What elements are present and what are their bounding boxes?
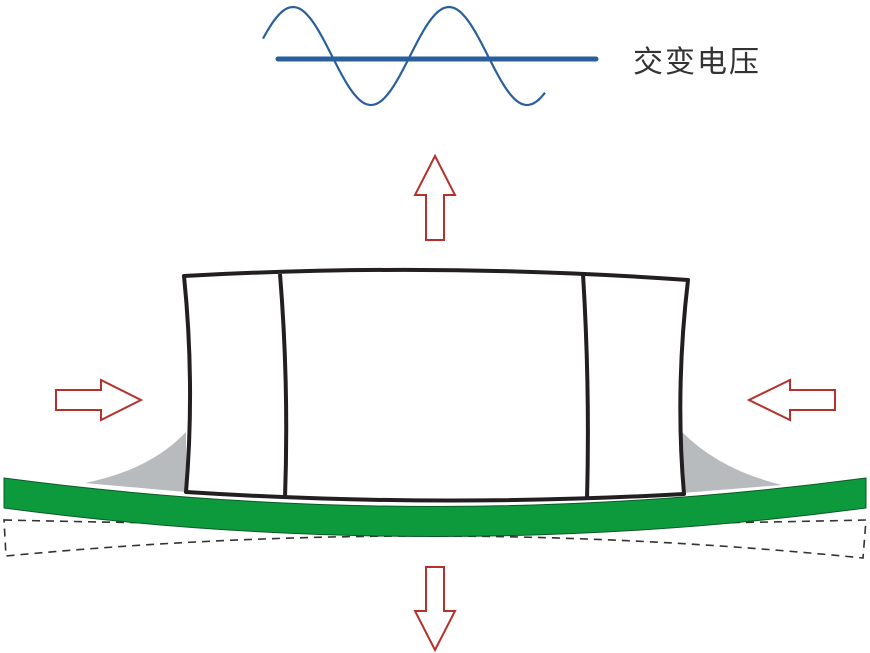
bent-substrate — [3, 477, 867, 537]
electrode-line-right — [581, 273, 590, 501]
arrow-down-icon — [413, 566, 457, 653]
sine-wave — [262, 5, 546, 107]
arrow-up-icon — [413, 153, 457, 241]
piezo-component — [182, 267, 690, 503]
solder-fillet-left — [85, 432, 186, 492]
solder-fillet-right — [682, 432, 782, 493]
electrode-line-left — [278, 273, 289, 499]
arrow-left-icon — [746, 378, 836, 422]
arrow-right-icon — [55, 378, 144, 422]
ac-voltage-label: 交变电压 — [633, 45, 761, 80]
